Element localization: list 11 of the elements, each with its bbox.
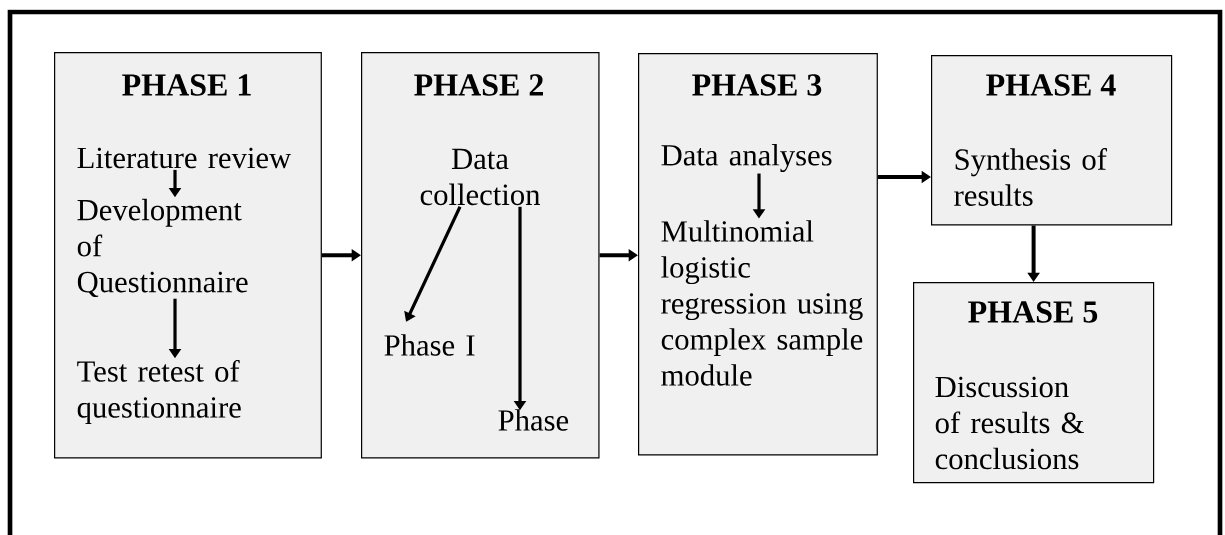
step-text: Test retest of questionnaire (77, 359, 241, 425)
step-text: Multinomial logistic regression using complex sample module (661, 220, 863, 386)
step-text: Phase I (384, 334, 475, 356)
step-text: Data analyses (661, 144, 832, 172)
step-text: Literature review (77, 147, 292, 169)
step-text: Data collection (420, 148, 541, 206)
step-text: Synthesis of results (954, 148, 1107, 206)
arrow (404, 206, 462, 322)
step-text: Development of Questionnaire (77, 198, 248, 298)
step-text: Phase (498, 409, 569, 431)
step-text: Discussion of results & conclusions (935, 376, 1084, 470)
